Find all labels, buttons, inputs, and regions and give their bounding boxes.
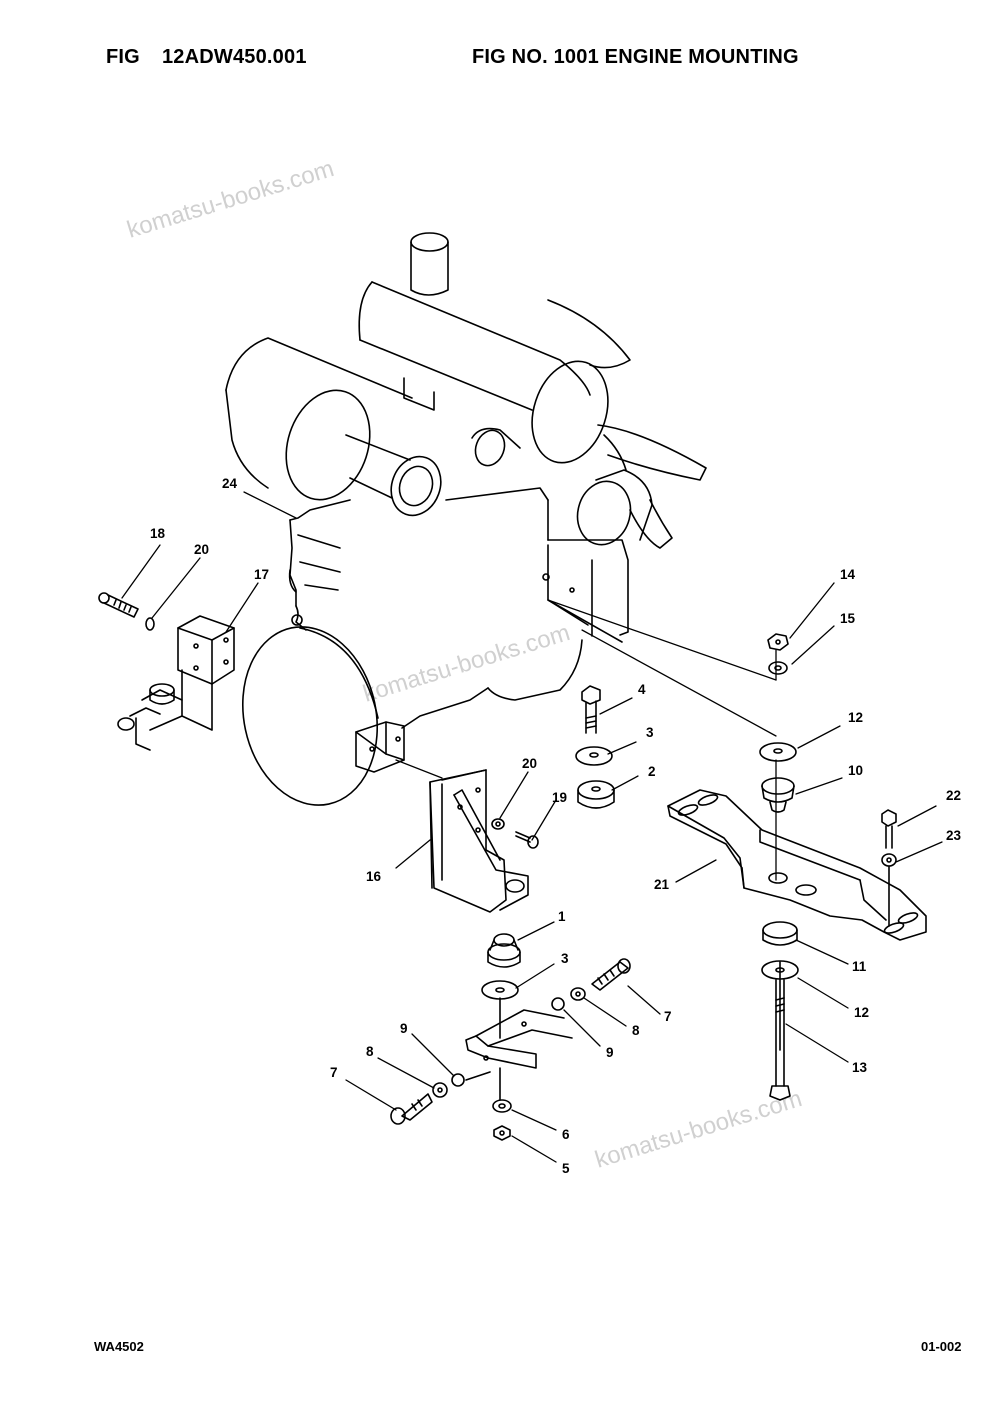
front-mount-bracket (429, 769, 539, 913)
page-number: 01-002 (921, 1339, 962, 1354)
callout-19: 19 (552, 790, 567, 805)
callout-leaders (121, 491, 943, 1163)
callout-6: 6 (562, 1127, 570, 1142)
callout-16: 16 (366, 869, 382, 884)
callout-numbers: 1 2 3 3 4 5 6 7 7 8 8 9 9 10 11 12 12 13… (150, 476, 962, 1176)
front-lower-frame (390, 958, 631, 1141)
callout-20-right: 20 (522, 756, 537, 771)
callout-22: 22 (946, 788, 961, 803)
callout-12-upper: 12 (848, 710, 863, 725)
callout-9-right: 9 (606, 1045, 614, 1060)
callout-3-upper: 3 (646, 725, 654, 740)
callout-11: 11 (852, 959, 867, 974)
callout-4: 4 (638, 682, 646, 697)
callout-20-left: 20 (194, 542, 209, 557)
callout-12-lower: 12 (854, 1005, 869, 1020)
callout-14: 14 (840, 567, 856, 582)
left-bracket-assembly (98, 592, 235, 751)
figure-title: FIG NO. 1001 ENGINE MOUNTING (472, 46, 799, 68)
callout-24: 24 (222, 476, 238, 491)
callout-10: 10 (848, 763, 863, 778)
callout-15: 15 (840, 611, 856, 626)
front-mount-stack (481, 685, 615, 1039)
callout-8-right: 8 (632, 1023, 640, 1038)
assembly-leaders (395, 599, 777, 881)
callout-9-left: 9 (400, 1021, 408, 1036)
callout-21: 21 (654, 877, 670, 892)
figure-label: FIG (106, 46, 140, 68)
callout-7-right: 7 (664, 1009, 672, 1024)
callout-7-left: 7 (330, 1065, 338, 1080)
callout-18: 18 (150, 526, 166, 541)
callout-8-left: 8 (366, 1044, 374, 1059)
figure-code-heading: FIG 12ADW450.001 (106, 46, 307, 69)
engine-illustration (225, 232, 707, 806)
callout-1: 1 (558, 909, 566, 924)
watermark-top: komatsu-books.com (124, 155, 337, 244)
figure-code: 12ADW450.001 (161, 46, 307, 68)
callout-2: 2 (648, 764, 656, 779)
footer-code: WA4502 (94, 1339, 144, 1354)
rear-mount-assembly (667, 633, 927, 1101)
callout-5: 5 (562, 1161, 570, 1176)
watermark-bottom: komatsu-books.com (592, 1085, 805, 1174)
callout-13: 13 (852, 1060, 868, 1075)
callout-23: 23 (946, 828, 962, 843)
callout-17: 17 (254, 567, 269, 582)
callout-3-lower: 3 (561, 951, 569, 966)
